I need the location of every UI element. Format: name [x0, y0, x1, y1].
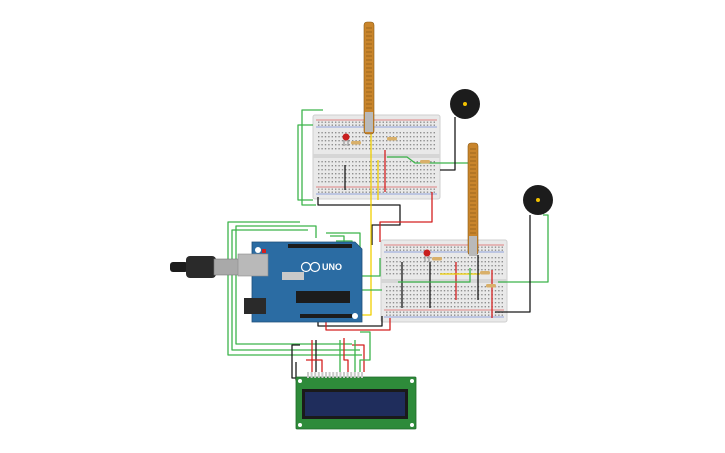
led-red-bottom[interactable]: [423, 249, 431, 263]
arduino-model-label: UNO: [322, 262, 342, 272]
crystal: [282, 272, 304, 280]
resistor-top-1[interactable]: [351, 141, 361, 145]
wire-green: [301, 109, 323, 206]
wire-green: [227, 221, 362, 356]
lcd-screen: [305, 392, 405, 416]
wire-red: [352, 344, 365, 372]
flex-sensor-top[interactable]: [363, 21, 375, 135]
piezo-buzzer-top[interactable]: [450, 89, 480, 119]
wire-black: [495, 215, 531, 313]
wire-red: [325, 318, 391, 331]
breadboard-bottom[interactable]: [380, 239, 508, 323]
arduino-uno[interactable]: UNO: [237, 241, 363, 323]
wire-green: [498, 214, 549, 283]
usb-cable[interactable]: [170, 256, 241, 278]
wire-green: [297, 124, 313, 201]
usb-port: [237, 253, 269, 277]
wire-green: [235, 225, 352, 345]
mounting-hole: [255, 247, 261, 253]
wire-black: [317, 197, 401, 245]
mounting-hole: [352, 313, 358, 319]
resistor-bottom-1[interactable]: [432, 257, 442, 261]
reset-button[interactable]: [262, 249, 266, 253]
atmega-chip: [296, 291, 350, 303]
wire-black: [440, 117, 456, 171]
piezo-buzzer-bottom[interactable]: [523, 185, 553, 215]
resistor-bottom-2[interactable]: [480, 271, 490, 275]
wire-red: [306, 359, 323, 372]
wire-green: [398, 268, 471, 283]
breadboard-top[interactable]: [312, 114, 441, 200]
arduino-logo: [300, 261, 321, 273]
resistor-top-3[interactable]: [420, 160, 430, 164]
wire-red: [343, 338, 349, 372]
wire-green: [359, 331, 371, 372]
flex-sensor-bottom[interactable]: [467, 142, 479, 256]
power-analog-header[interactable]: [300, 314, 352, 318]
flex-sensor-bottom-pattern: [470, 148, 476, 234]
resistor-bottom-3[interactable]: [486, 284, 496, 288]
power-jack: [244, 298, 266, 314]
wire-green: [231, 229, 360, 351]
wire-red: [379, 192, 433, 242]
led-red-top[interactable]: [342, 133, 350, 147]
resistor-top-2[interactable]: [387, 137, 397, 141]
lcd-pin-header[interactable]: [307, 372, 363, 378]
lcd-16x2[interactable]: [295, 372, 417, 430]
flex-sensor-top-pattern: [366, 27, 372, 109]
wire-green: [356, 258, 381, 277]
digital-header[interactable]: [288, 244, 352, 248]
